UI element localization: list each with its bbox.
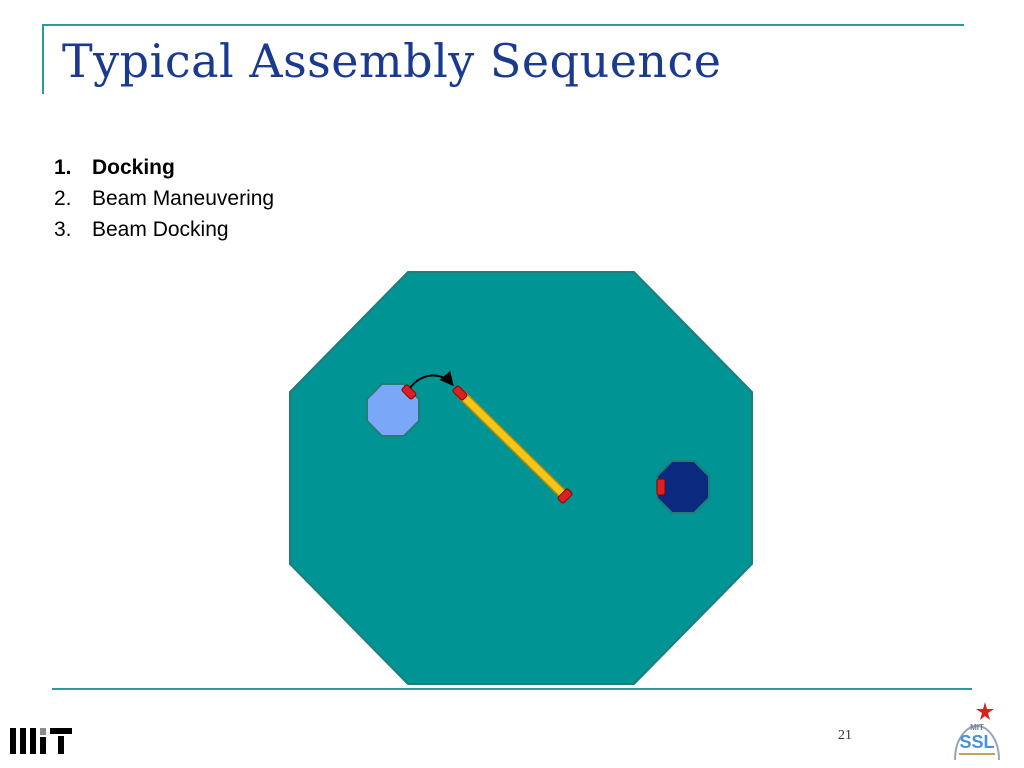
mit-logo [10, 728, 72, 754]
frame-left-line [42, 24, 44, 94]
step-label: Beam Maneuvering [92, 187, 275, 210]
step-label: Beam Docking [92, 218, 229, 241]
ssl-logo-text: SSL [959, 732, 994, 752]
assembly-steps-list: 1. Docking 2. Beam Maneuvering 3. Beam D… [54, 152, 274, 245]
step-docking: 1. Docking [54, 152, 274, 183]
ssl-logo: MIT SSL [954, 702, 1000, 761]
beam-top-docking-port [452, 385, 468, 401]
step-number: 2. [54, 187, 72, 210]
step-beam-docking: 3. Beam Docking [54, 214, 274, 245]
step-label: Docking [92, 156, 175, 179]
beam [457, 390, 568, 499]
octagon-platform [289, 271, 753, 685]
beam-bottom-docking-port [557, 488, 573, 504]
slide-title: Typical Assembly Sequence [62, 34, 722, 88]
page-number: 21 [838, 728, 852, 743]
docking-arrow [409, 370, 454, 389]
step-number: 1. [54, 156, 72, 179]
dark-robot-docking-port [656, 478, 666, 496]
step-beam-maneuvering: 2. Beam Maneuvering [54, 183, 274, 214]
frame-bottom-line [52, 688, 972, 690]
step-number: 3. [54, 218, 72, 241]
frame-top-line [42, 24, 964, 26]
ssl-logo-mit-text: MIT [970, 723, 984, 732]
robot-docking-port [401, 384, 417, 400]
